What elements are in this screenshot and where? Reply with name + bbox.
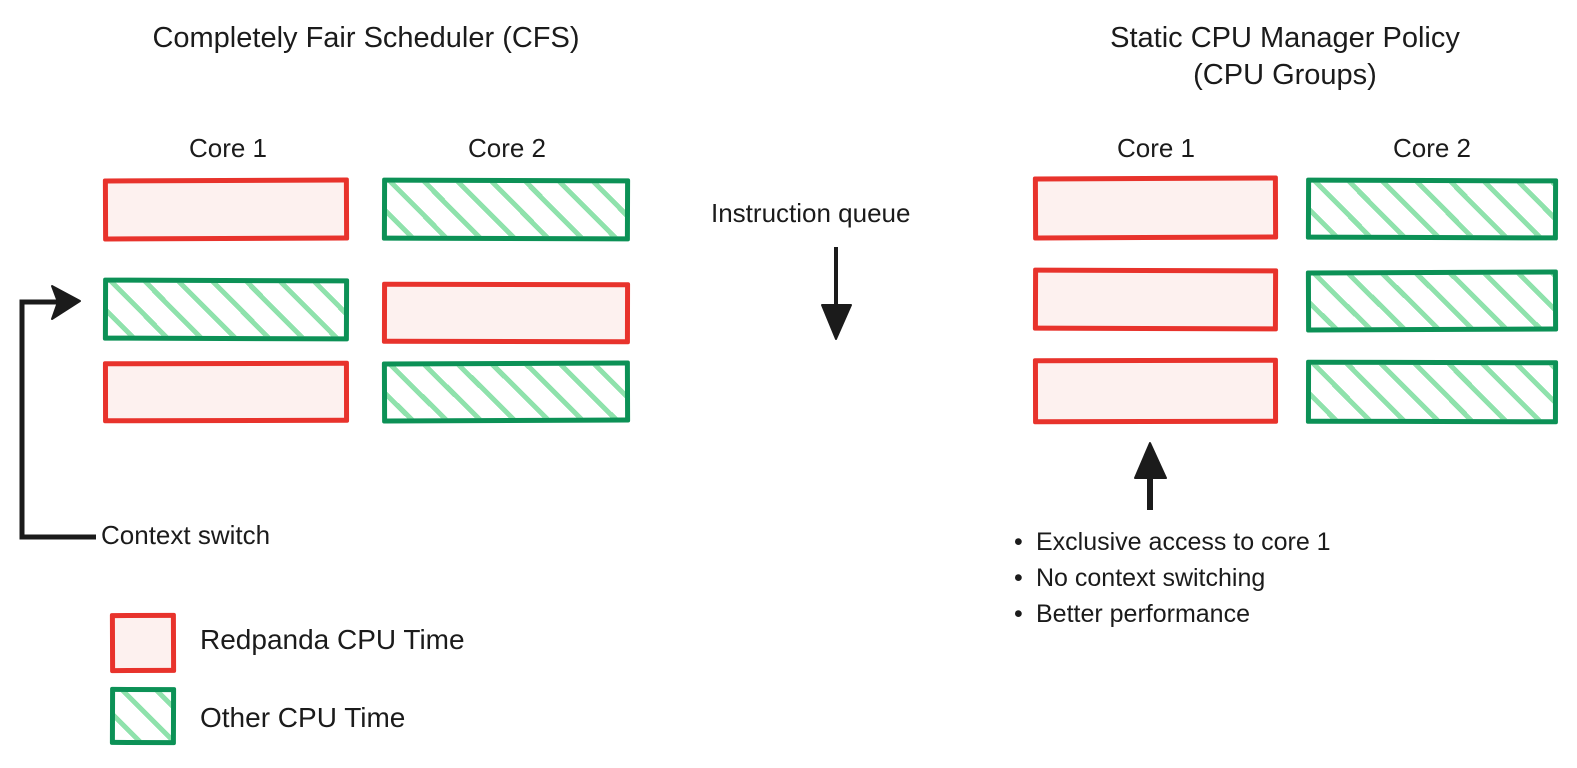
- context-switch-arrow: [19, 285, 96, 540]
- right-core1-slot-2[interactable]: [1032, 267, 1279, 332]
- right-core-2-label: Core 2: [1392, 133, 1472, 163]
- bullet-text: Exclusive access to core 1: [1036, 528, 1331, 556]
- legend-swatch-redpanda: [109, 612, 177, 674]
- right-panel-bullet-list: • Exclusive access to core 1 • No contex…: [1008, 524, 1438, 632]
- exclusive-access-arrow-up: [1134, 442, 1167, 510]
- right-core2-slot-3[interactable]: [1305, 359, 1559, 425]
- left-core-1-label: Core 1: [188, 133, 268, 163]
- legend-label-redpanda: Redpanda CPU Time: [200, 624, 465, 655]
- legend-swatch-other: [109, 686, 177, 746]
- bullet-dot: •: [1014, 564, 1023, 592]
- right-panel-title-line-1: Static CPU Manager Policy: [1110, 22, 1460, 54]
- right-core-1-label: Core 1: [1116, 133, 1196, 163]
- left-core2-slot-3[interactable]: [381, 360, 631, 424]
- context-switch-label: Context switch: [101, 520, 271, 550]
- left-core1-slot-1[interactable]: [102, 177, 350, 242]
- bullet-item: • Better performance: [1008, 596, 1438, 632]
- right-core2-slot-1[interactable]: [1305, 177, 1559, 241]
- left-panel-title: Completely Fair Scheduler (CFS): [152, 22, 580, 54]
- right-panel-title-line-2: (CPU Groups): [1193, 59, 1377, 91]
- left-core1-slot-2[interactable]: [102, 277, 350, 342]
- right-core2-slot-2[interactable]: [1305, 269, 1559, 333]
- bullet-dot: •: [1014, 528, 1023, 556]
- left-core1-slot-3[interactable]: [102, 360, 350, 424]
- right-core1-slot-1[interactable]: [1032, 175, 1279, 241]
- bullet-text: Better performance: [1036, 600, 1250, 628]
- instruction-queue-arrow-down: [821, 247, 852, 340]
- left-core2-slot-1[interactable]: [381, 177, 631, 242]
- bullet-item: • Exclusive access to core 1: [1008, 524, 1438, 560]
- left-core-2-label: Core 2: [467, 133, 547, 163]
- bullet-item: • No context switching: [1008, 560, 1438, 596]
- legend-label-other: Other CPU Time: [200, 702, 406, 733]
- instruction-queue-label: Instruction queue: [711, 198, 911, 228]
- right-core1-slot-3[interactable]: [1032, 357, 1279, 425]
- left-core2-slot-2[interactable]: [381, 281, 631, 345]
- bullet-dot: •: [1014, 600, 1023, 628]
- bullet-text: No context switching: [1036, 564, 1266, 592]
